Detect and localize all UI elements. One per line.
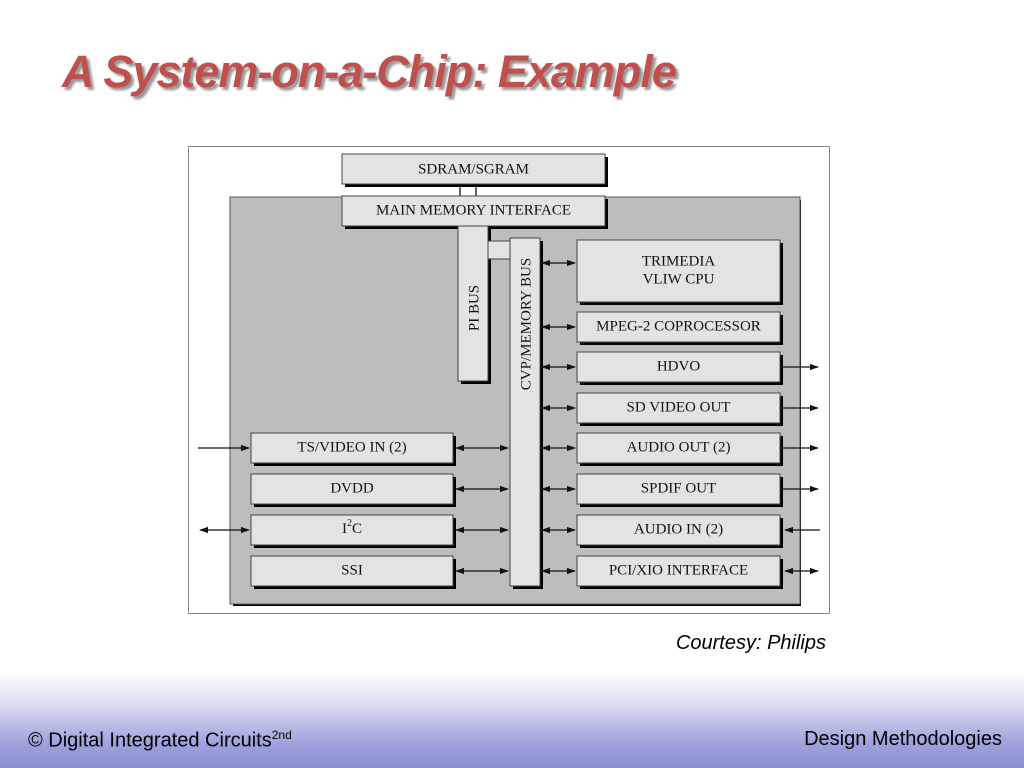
- trimedia-label-line2: VLIW CPU: [643, 271, 715, 287]
- ssi-block: SSI: [250, 555, 456, 589]
- sd-video-out-block: SD VIDEO OUT: [576, 392, 783, 426]
- mpeg2-coprocessor-label: MPEG-2 COPROCESSOR: [596, 318, 761, 334]
- courtesy-caption: Courtesy: Philips: [675, 632, 826, 654]
- i2c-label: I2C: [342, 518, 362, 537]
- audio-in-block: AUDIO IN (2): [576, 514, 783, 548]
- ts-video-in-block: TS/VIDEO IN (2): [250, 432, 456, 466]
- sdram-block: SDRAM/SGRAM: [341, 153, 608, 187]
- slide-title: A System-on-a-Chip: Example: [62, 46, 677, 97]
- footer-edition-sup: 2nd: [271, 728, 292, 742]
- audio-in-label: AUDIO IN (2): [634, 521, 723, 537]
- ts-video-in-label: TS/VIDEO IN (2): [297, 439, 406, 455]
- pi-bus-label: PI BUS: [466, 285, 482, 331]
- cvp-memory-bus-label: CVP/MEMORY BUS: [518, 258, 534, 390]
- main-memory-interface-label: MAIN MEMORY INTERFACE: [376, 202, 571, 218]
- audio-out-block: AUDIO OUT (2): [576, 432, 783, 466]
- dvdd-block: DVDD: [250, 473, 456, 507]
- pi-bus: PI BUS: [457, 225, 491, 384]
- footer-bar: © Digital Integrated Circuits2nd Design …: [0, 672, 1024, 768]
- mpeg2-coprocessor-block: MPEG-2 COPROCESSOR: [576, 311, 783, 345]
- sd-video-out-label: SD VIDEO OUT: [627, 399, 731, 415]
- i2c-block: I2C: [250, 514, 456, 548]
- pci-xio-interface-label: PCI/XIO INTERFACE: [609, 562, 748, 578]
- footer-chapter-title: Design Methodologies: [804, 728, 1002, 750]
- pci-xio-interface-block: PCI/XIO INTERFACE: [576, 555, 783, 589]
- footer-course-text: © Digital Integrated Circuits: [28, 729, 272, 752]
- hdvo-block: HDVO: [576, 351, 783, 385]
- trimedia-label-line1: TRIMEDIA: [642, 253, 715, 269]
- soc-block-diagram: SDRAM/SGRAM MAIN MEMORY INTERFACE PI BUS…: [188, 146, 830, 614]
- trimedia-block: TRIMEDIA VLIW CPU: [576, 239, 783, 305]
- cvp-memory-bus: CVP/MEMORY BUS: [509, 237, 543, 589]
- footer-course-title: © Digital Integrated Circuits2nd: [28, 728, 292, 753]
- spdif-out-block: SPDIF OUT: [576, 473, 783, 507]
- hdvo-label: HDVO: [657, 358, 700, 374]
- spdif-out-label: SPDIF OUT: [641, 480, 716, 496]
- main-memory-interface-block: MAIN MEMORY INTERFACE: [341, 195, 608, 229]
- ssi-label: SSI: [341, 562, 363, 578]
- sdram-label: SDRAM/SGRAM: [418, 161, 529, 177]
- dvdd-label: DVDD: [330, 480, 373, 496]
- audio-out-label: AUDIO OUT (2): [627, 439, 731, 455]
